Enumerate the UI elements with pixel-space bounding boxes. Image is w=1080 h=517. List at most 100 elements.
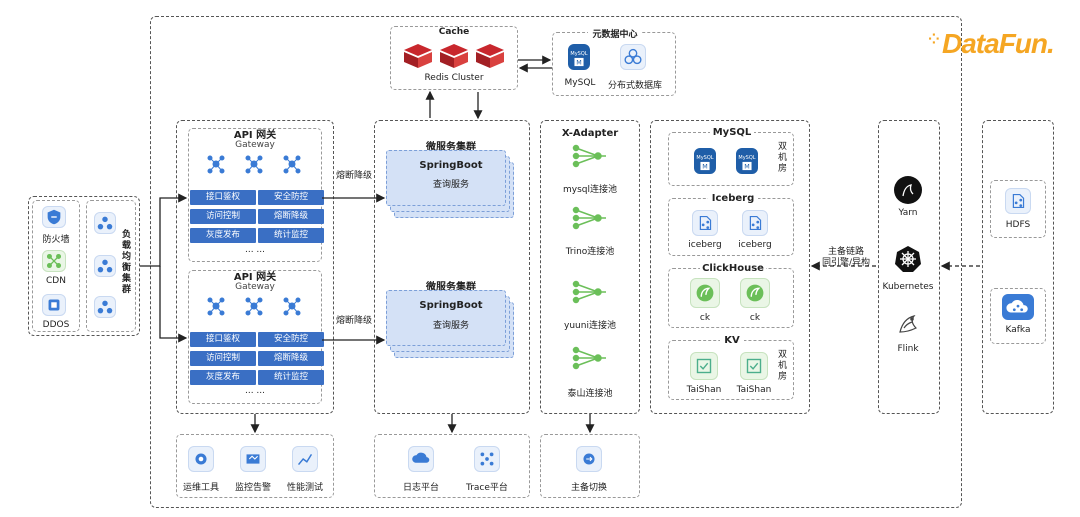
gateway-pill: 灰度发布: [190, 228, 256, 243]
sync-label-2: 同引擎/异构: [821, 258, 871, 268]
edge-ddos-label: DDOS: [42, 320, 70, 330]
logo-sparkle-icon: ⁘: [928, 32, 940, 48]
trace-platform-icon: [474, 446, 500, 472]
cache-box: [390, 26, 518, 90]
edge-cdn-label: CDN: [46, 276, 66, 286]
kafka-box: [990, 288, 1046, 344]
hdfs-icon: [1005, 188, 1031, 214]
firewall-icon: [42, 206, 66, 228]
sync-label-1: 主备链路: [827, 247, 864, 257]
taishan-icon: [690, 352, 718, 380]
adapter-pool-label: yuuni连接池: [564, 321, 616, 331]
micro-card-sub: 查询服务: [432, 180, 469, 190]
gateway-pill: 熔断降级: [258, 209, 324, 224]
micro-card: [386, 150, 506, 206]
redis-cube-icon: [404, 44, 504, 68]
mysql-db-icon: MySQL M: [568, 44, 590, 70]
platform-label: 日志平台: [402, 483, 439, 493]
sources-frame: [982, 120, 1054, 414]
gateway-pill: 统计监控: [258, 370, 324, 385]
mysql-title: MySQL: [710, 127, 754, 138]
clickhouse-icon: [690, 278, 720, 308]
adapter-frame: [540, 120, 640, 414]
edge-security-box: [32, 200, 80, 332]
platform-label: Trace平台: [466, 483, 508, 493]
failover-switch-icon: [576, 446, 602, 472]
kubernetes-label: Kubernetes: [882, 282, 934, 292]
redis-icons: [398, 42, 510, 70]
ops-label: 运维工具: [182, 483, 219, 493]
adapter-pool-label: mysql连接池: [563, 185, 617, 195]
ops-label: 性能测试: [286, 483, 323, 493]
svg-text:MySQL: MySQL: [570, 51, 587, 57]
lb-node-icon-1: [94, 212, 116, 234]
infra-frame: [878, 120, 940, 414]
taishan-icon: [740, 352, 768, 380]
svg-text:MySQL: MySQL: [696, 155, 713, 161]
gateway-subtitle: Gateway: [235, 140, 275, 150]
metadata-title: 元数据中心: [588, 27, 642, 40]
platform-box: [374, 434, 530, 498]
edge-firewall-label: 防火墙: [42, 235, 70, 245]
clickhouse-item: ck: [699, 313, 711, 323]
kv-dual-room-label: 双机房: [778, 350, 788, 382]
ops-tool-icon: [188, 446, 214, 472]
adapter-pool-label: Trino连接池: [565, 247, 615, 257]
gateway-pill: 接口鉴权: [190, 332, 256, 347]
iceberg-title: Iceberg: [708, 193, 758, 204]
gateway-hub-icons: [207, 155, 301, 174]
cache-title: Cache: [438, 27, 470, 37]
gateway-hub-icons: [207, 297, 301, 316]
perf-test-icon: [292, 446, 318, 472]
metadata-item-distributed-db: 分布式数据库: [607, 81, 662, 91]
yarn-icon: [894, 176, 922, 204]
cdn-icon: [42, 250, 66, 272]
svg-text:M: M: [702, 164, 708, 171]
iceberg-item: iceberg: [688, 240, 722, 250]
gateway-pill: 接口鉴权: [190, 190, 256, 205]
monitor-alert-icon: [240, 446, 266, 472]
micro-card-title: SpringBoot: [419, 300, 483, 311]
gateway-pill: 统计监控: [258, 228, 324, 243]
micro-title: 微服务集群: [426, 282, 476, 293]
gateway-pill: 访问控制: [190, 351, 256, 366]
lb-node-icon-3: [94, 296, 116, 318]
lb-box: [86, 200, 136, 332]
gateway-pill: 访问控制: [190, 209, 256, 224]
gateway-cluster: [176, 120, 334, 414]
datafun-logo: ⁘ DataFun.: [928, 28, 1055, 59]
gateway-more: ... ...: [244, 245, 266, 255]
hdfs-box: [990, 180, 1046, 238]
adapter-title: X-Adapter: [561, 128, 619, 139]
metadata-item-mysql: MySQL: [564, 78, 596, 88]
breaker-label: 熔断降级: [335, 171, 372, 181]
svg-text:M: M: [744, 164, 750, 171]
hdfs-label: HDFS: [1005, 220, 1031, 230]
kafka-label: Kafka: [1005, 325, 1031, 335]
taishan-item: TaiShan: [686, 385, 722, 395]
mysql-db-icon: MySQL M: [694, 148, 716, 174]
mysql-db-icon: MySQL M: [736, 148, 758, 174]
kv-title: KV: [720, 335, 744, 346]
clickhouse-icon: [740, 278, 770, 308]
flink-label: Flink: [897, 344, 919, 354]
micro-card-title: SpringBoot: [419, 160, 483, 171]
breaker-label: 熔断降级: [335, 316, 372, 326]
lb-label: 负载均衡集群: [122, 230, 132, 295]
svg-text:M: M: [576, 60, 582, 67]
gateway-title: API 网关: [233, 130, 277, 141]
kafka-icon: [1002, 294, 1034, 320]
storage-frame: [650, 120, 810, 414]
edge-frame: [28, 196, 140, 336]
adapter-pool-label: 泰山连接池: [567, 389, 613, 399]
gateway-title: API 网关: [233, 272, 277, 283]
adapter-pool-icons: [572, 144, 606, 370]
redis-cluster-label: Redis Cluster: [424, 73, 484, 83]
switch-label: 主备切换: [570, 483, 607, 493]
gateway-subtitle: Gateway: [235, 282, 275, 292]
iceberg-icon: [742, 210, 768, 236]
svg-text:MySQL: MySQL: [738, 155, 755, 161]
lb-node-icon-2: [94, 255, 116, 277]
gateway-pill: 灰度发布: [190, 370, 256, 385]
